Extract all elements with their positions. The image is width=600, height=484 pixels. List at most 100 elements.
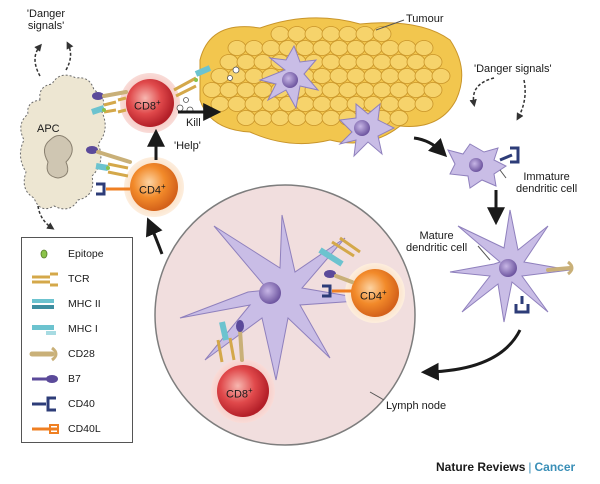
cd8-label-top: CD8+ [134,97,161,113]
tumour-cell [244,96,264,112]
mature-dc-label: Mature dendritic cell [406,230,468,254]
legend-item-cd28: CD28 [22,342,132,366]
tumour-cell [253,54,273,70]
tumour-cell [329,40,349,56]
tumour-mass [199,17,463,145]
tumour-cell [321,110,341,126]
tumour-cell [414,96,434,112]
tumour-cell [372,82,392,98]
b7-icon [32,375,58,383]
legend-label: B7 [68,373,81,385]
tumour-cell [389,82,409,98]
tumour-cell [321,54,341,70]
tumour-cell [261,40,281,56]
tumour-cell [202,82,222,98]
tumour-cell [355,26,375,42]
danger-signals-left-label: 'Danger signals' [26,8,66,32]
tumour-cell [423,54,443,70]
cd40-icon [32,396,56,412]
tumour-cell [295,40,315,56]
tumour-cell [338,26,358,42]
mhc1-icon [32,325,56,335]
tumour-cell [338,54,358,70]
tumour-cell [380,40,400,56]
legend-item-tcr: TCR [22,267,132,291]
plus-sign: + [161,182,166,191]
immature-dc-label: Immature dendritic cell [516,171,578,195]
tumour-cell [389,54,409,70]
journal-credit: Nature Reviews|Cancer [436,460,575,474]
tumour-cell [321,26,341,42]
tumour-cell [389,110,409,126]
legend-item-cd40: CD40 [22,392,132,416]
journal-section: Cancer [534,460,576,474]
cd8-text: CD8 [134,100,157,113]
cd28-icon [29,346,58,362]
tumour-cell [270,26,290,42]
journal-separator: | [528,460,532,474]
tumour-cell [270,110,290,126]
apc-cell [20,74,106,210]
legend-label: CD40 [68,398,95,410]
tumour-cell [414,40,434,56]
legend-label: CD28 [68,348,95,360]
cd4-label-left: CD4+ [139,181,166,197]
mature-to-lymph-arrow [420,329,522,381]
kill-label: Kill [186,117,201,129]
legend-item-epitope: Epitope [22,242,132,266]
tumour-cell [346,68,366,84]
tumour-cell [397,68,417,84]
tumour-cell [210,96,230,112]
tumour-cell [253,110,273,126]
tumour-cell [244,40,264,56]
tumour-cell [236,82,256,98]
tumour-cell [304,110,324,126]
legend-item-b7: B7 [22,367,132,391]
tumour-dendritic-cell [258,44,396,158]
tumour-cell [380,68,400,84]
help-label: 'Help' [174,140,201,152]
cd40l-icon [32,424,59,434]
legend-label: MHC II [68,298,101,310]
tumour-cell [423,82,443,98]
lymph-to-apc-arrow [145,217,164,255]
tumour-label: Tumour [406,13,444,25]
mature-dendritic-cell [449,209,574,323]
legend-item-mhc1: MHC I [22,317,132,341]
danger-signals-right-label: 'Danger signals' [474,63,552,75]
tumour-cell [397,40,417,56]
tumour-cell [329,68,349,84]
mhc2-icon [32,299,54,309]
tumour-cell [236,110,256,126]
cd8-tumour-synapse [173,65,240,114]
tumour-cell [287,110,307,126]
lymph-node-synapses [216,236,361,363]
epitope-icon [40,249,48,259]
flow-arrows [34,19,526,401]
tumour-cell [406,54,426,70]
journal-name: Nature Reviews [436,460,526,474]
tumour-cell [414,68,434,84]
tumour-cell [397,96,417,112]
cd4-text: CD4 [139,184,162,197]
tumour-cell [295,96,315,112]
lymph-node-label: Lymph node [386,400,447,412]
cd4-text: CD4 [360,290,383,303]
tumour-cell [210,68,230,84]
tumour-cell [355,82,375,98]
legend-label: CD40L [68,423,101,435]
cd4-cell-left [124,157,184,217]
tumour-to-immature-arrow [413,136,448,158]
tumour-cell [227,40,247,56]
plus-sign: + [156,98,161,107]
tcr-icon [32,272,58,287]
legend-label: TCR [68,273,90,285]
apc-label: APC [37,123,60,135]
tumour-cell [346,40,366,56]
tumour-cell [431,68,451,84]
tumour-cell [287,26,307,42]
tumour-cell [304,26,324,42]
cd8-cell-top [120,73,180,133]
